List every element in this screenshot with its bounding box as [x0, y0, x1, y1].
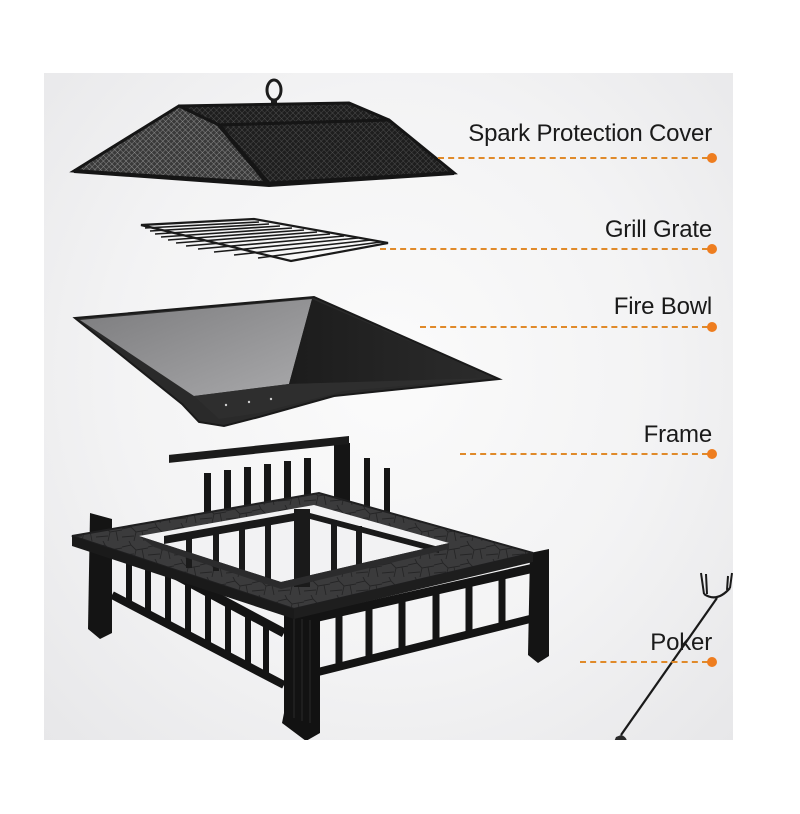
fire-bowl-dot — [707, 322, 717, 332]
frame-leader-line — [460, 453, 708, 455]
fire-bowl-part — [72, 295, 503, 428]
grill-grate-leader-line — [380, 248, 708, 250]
product-diagram-panel: Spark Protection Cover Grill Grate Fire … — [44, 73, 733, 740]
frame-label: Frame — [643, 421, 713, 448]
poker-part — [614, 572, 733, 740]
spark-protection-cover-leader-line — [438, 157, 708, 159]
spark-protection-cover-part — [69, 78, 458, 188]
spark-protection-cover-label: Spark Protection Cover — [468, 120, 712, 147]
poker-dot — [707, 657, 717, 667]
grill-grate-label: Grill Grate — [604, 216, 712, 243]
spark-protection-cover-dot — [707, 153, 717, 163]
frame-part — [71, 435, 549, 740]
fire-bowl-label: Fire Bowl — [613, 293, 712, 320]
grill-grate-part — [140, 217, 389, 263]
grill-grate-dot — [707, 244, 717, 254]
fire-bowl-leader-line — [420, 326, 708, 328]
poker-label: Poker — [650, 629, 712, 656]
fire-pit-illustration — [69, 78, 733, 740]
frame-dot — [707, 449, 717, 459]
poker-leader-line — [580, 661, 708, 663]
